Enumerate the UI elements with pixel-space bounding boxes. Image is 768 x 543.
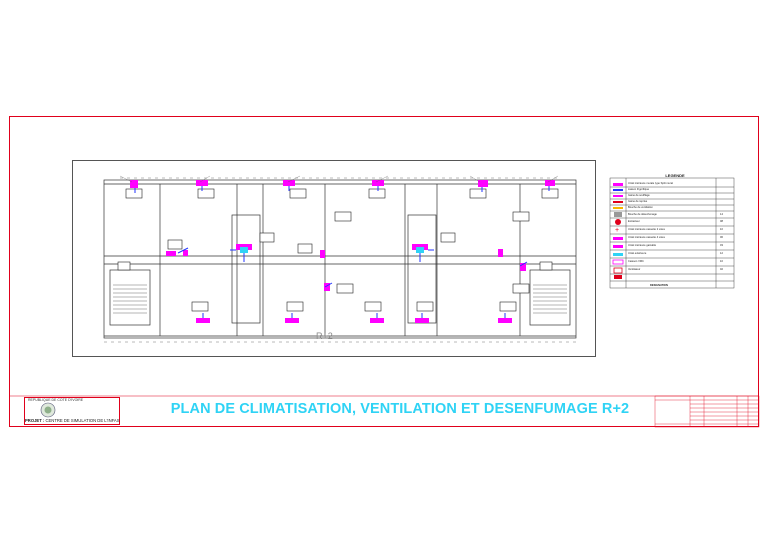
legend-item-qty: 10 [720, 228, 723, 231]
title-block-grid [654, 395, 760, 428]
legend-item-label: Gaine de soufflage [628, 194, 650, 197]
legend-footer: DESIGNATION [650, 284, 668, 287]
project-prefix: PROJET : [25, 418, 45, 423]
legend-title: LEGENDE [665, 173, 685, 178]
project-line: PROJET : CENTRE DE SIMULATION DE L'INFAS [25, 418, 120, 423]
legend-item-label: Unité extérieure [628, 252, 647, 255]
project-name: CENTRE DE SIMULATION DE L'INFAS [45, 418, 120, 423]
legend-item-label: Unité intérieure cassette 2 voies [628, 228, 665, 231]
legend-item-label: Caisson VMC [628, 260, 644, 263]
legend-item-label: Bouche de désenfumage [628, 213, 657, 216]
legend-item-label: Liaison frigorifique [628, 188, 650, 191]
legend-item-qty: 14 [720, 213, 723, 216]
logo-caption: REPUBLIQUE DE COTE D'IVOIRE [28, 398, 84, 402]
drawing-sheet-border [9, 116, 759, 427]
legend-item-label: Gaine de reprise [628, 200, 648, 203]
legend-item-label: Unité intérieure cassette 4 voies [628, 236, 665, 239]
legend-item-label: Bouche de ventilation [628, 206, 653, 209]
drawing-title: PLAN DE CLIMATISATION, VENTILATION ET DE… [170, 401, 630, 417]
legend-item-label: Extracteur [628, 220, 640, 223]
legend-item-qty: 12 [720, 252, 723, 255]
legend-item-qty: 02 [720, 268, 723, 271]
legend-item-qty: 08 [720, 220, 723, 223]
legend-item-qty: 06 [720, 236, 723, 239]
legend-item-qty: 10 [720, 260, 723, 263]
legend-item-label: Unité intérieure gainable [628, 244, 657, 247]
svg-text:+: + [615, 227, 619, 234]
legend-table [609, 177, 735, 289]
client-logo-block [24, 397, 120, 425]
legend-item-label: Ventilateur [628, 268, 641, 271]
building-outline [103, 179, 577, 339]
level-label: R+2 [316, 331, 333, 341]
legend-item-qty: 03 [720, 244, 723, 247]
legend-item-label: Unité intérieure murale type Split mural [628, 182, 673, 185]
plan-viewport-frame [72, 160, 596, 357]
